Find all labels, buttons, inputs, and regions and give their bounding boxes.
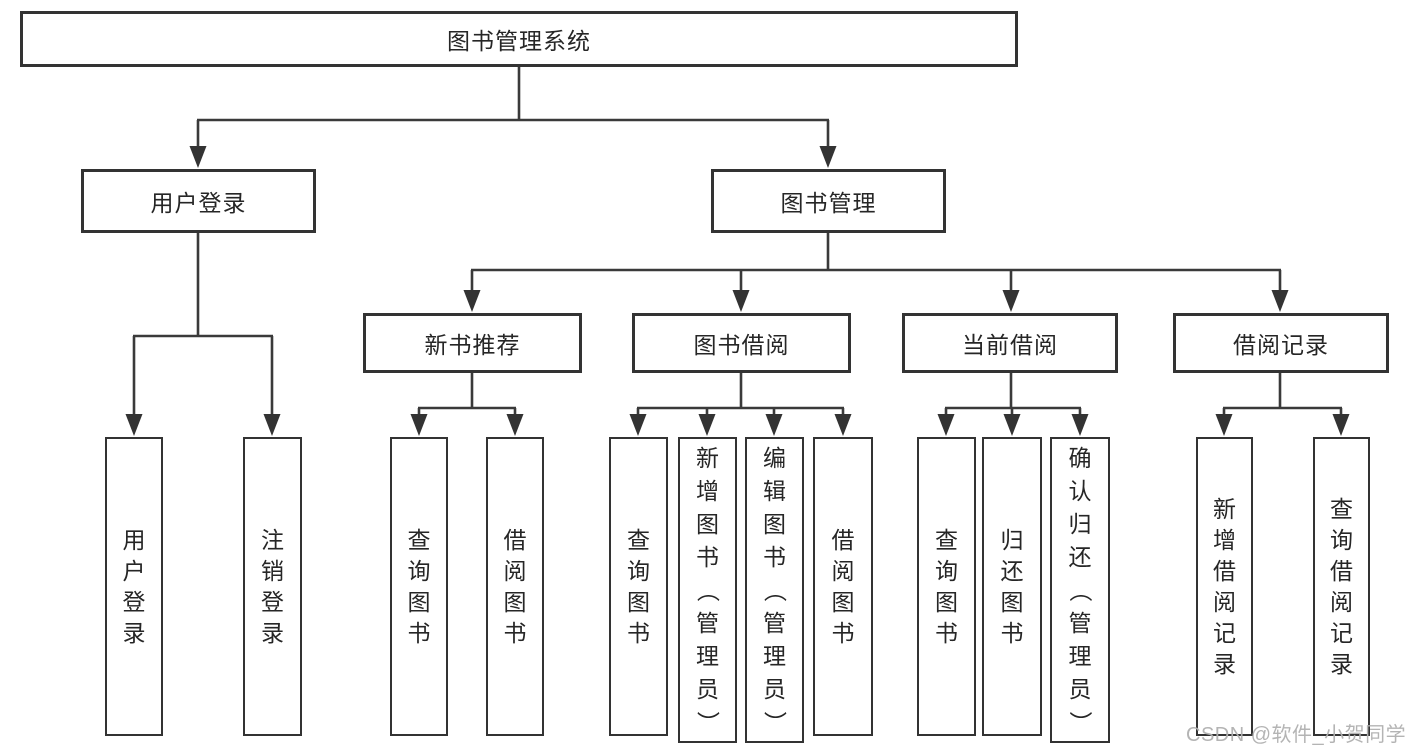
node-book-borrow-label: 图书借阅 (693, 332, 790, 358)
arrowhead (937, 414, 955, 436)
leaf-query-borrow-record-label: 查询借阅记录 (1330, 495, 1353, 677)
leaf-user-login: 用户登录 (105, 437, 163, 736)
leaf-query-books-current-label: 查询图书 (935, 526, 958, 646)
leaf-edit-book-admin: 编辑图书（管理员） (745, 437, 804, 743)
node-current-borrow: 当前借阅 (902, 313, 1118, 373)
arrowhead (1215, 414, 1233, 436)
leaf-query-books-recommend-label: 查询图书 (407, 526, 431, 646)
arrowhead (819, 146, 837, 168)
leaf-logout: 注销登录 (243, 437, 302, 736)
leaf-confirm-return-admin-label: 确认归还（管理员） (1067, 444, 1094, 734)
arrowhead (765, 414, 783, 436)
edge-book-mgmt-trunk (470, 233, 1282, 291)
leaf-user-login-label: 用户登录 (122, 526, 146, 646)
node-book-management: 图书管理 (711, 169, 946, 233)
leaf-add-borrow-record: 新增借阅记录 (1196, 437, 1253, 736)
arrowhead (125, 414, 143, 436)
leaf-logout-label: 注销登录 (261, 526, 284, 646)
leaf-query-books-current: 查询图书 (917, 437, 976, 736)
node-book-management-label: 图书管理 (780, 190, 877, 216)
leaf-return-book: 归还图书 (982, 437, 1042, 736)
edge-root-trunk (196, 67, 830, 147)
arrowhead (410, 414, 428, 436)
edge-user-login-trunk (132, 233, 274, 415)
leaf-add-book-admin: 新增图书（管理员） (678, 437, 737, 743)
node-user-login: 用户登录 (81, 169, 316, 233)
leaf-borrow-books-recommend-label: 借阅图书 (503, 526, 527, 646)
edge-records-trunk (1222, 373, 1343, 415)
leaf-add-book-admin-label: 新增图书（管理员） (695, 444, 721, 734)
node-borrow-records: 借阅记录 (1173, 313, 1389, 373)
arrowhead (629, 414, 647, 436)
arrowhead (263, 414, 281, 436)
arrowhead (1332, 414, 1350, 436)
leaf-edit-book-admin-label: 编辑图书（管理员） (762, 444, 788, 734)
csdn-watermark: CSDN @软件_小贺同学 (1186, 724, 1405, 746)
leaf-query-books-recommend: 查询图书 (390, 437, 448, 736)
edge-current-borrow-trunk (944, 373, 1082, 415)
leaf-query-books-borrow: 查询图书 (609, 437, 668, 736)
leaf-borrow-books: 借阅图书 (813, 437, 873, 736)
arrowhead (1002, 290, 1020, 312)
arrowhead (189, 146, 207, 168)
node-new-book-recommend: 新书推荐 (363, 313, 582, 373)
node-current-borrow-label: 当前借阅 (962, 332, 1058, 358)
leaf-borrow-books-recommend: 借阅图书 (486, 437, 544, 736)
leaf-query-books-borrow-label: 查询图书 (627, 526, 650, 646)
node-new-book-recommend-label: 新书推荐 (424, 332, 521, 358)
arrowhead (463, 290, 481, 312)
leaf-borrow-books-label: 借阅图书 (831, 526, 855, 646)
leaf-add-borrow-record-label: 新增借阅记录 (1213, 495, 1236, 677)
node-root: 图书管理系统 (20, 11, 1018, 67)
edge-new-book-trunk (417, 373, 517, 415)
arrowhead (834, 414, 852, 436)
arrowhead (698, 414, 716, 436)
node-root-label: 图书管理系统 (447, 28, 591, 54)
arrowhead (1003, 414, 1021, 436)
leaf-return-book-label: 归还图书 (1000, 526, 1024, 646)
node-book-borrow: 图书借阅 (632, 313, 851, 373)
node-borrow-records-label: 借阅记录 (1233, 332, 1329, 358)
arrowhead (1071, 414, 1089, 436)
arrowhead (1271, 290, 1289, 312)
node-user-login-label: 用户登录 (150, 190, 247, 216)
edge-book-borrow-trunk (636, 373, 845, 415)
arrowhead (732, 290, 750, 312)
leaf-query-borrow-record: 查询借阅记录 (1313, 437, 1370, 736)
leaf-confirm-return-admin: 确认归还（管理员） (1050, 437, 1110, 743)
arrowhead (506, 414, 524, 436)
